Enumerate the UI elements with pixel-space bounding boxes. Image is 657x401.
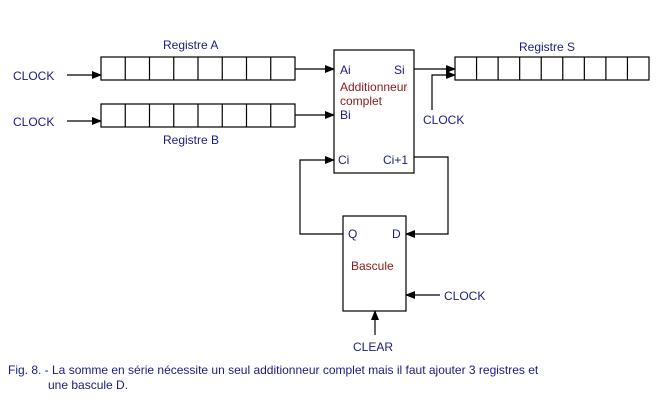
- bascule-d-pin: D: [392, 227, 401, 241]
- caption-line-1: Fig. 8. - La somme en série nécessite un…: [8, 363, 539, 377]
- diagram-svg: Registre A Registre B Registre S CLOCK C…: [13, 38, 650, 354]
- clock-s-wire: [431, 71, 456, 110]
- register-b-label: Registre B: [163, 133, 219, 147]
- clock-label-s: CLOCK: [423, 113, 464, 127]
- bascule-q-pin: Q: [348, 227, 357, 241]
- wire-ci1-to-d: [405, 156, 449, 238]
- wire-q-to-ci: [299, 156, 343, 235]
- register-s: [454, 56, 650, 81]
- adder-si-pin: Si: [394, 63, 405, 77]
- clock-label-a: CLOCK: [13, 69, 54, 83]
- adder-bi-pin: Bi: [340, 108, 351, 122]
- adder-title-line1: Additionneur: [340, 80, 407, 94]
- register-s-label: Registre S: [519, 40, 575, 54]
- register-b: [100, 103, 296, 128]
- adder-title-line2: complet: [340, 94, 383, 108]
- adder-ci1-pin: Ci+1: [383, 153, 408, 167]
- caption-line-2: une bascule D.: [48, 378, 129, 392]
- clock-label-bascule: CLOCK: [444, 289, 485, 303]
- clock-label-b: CLOCK: [13, 115, 54, 129]
- register-a-label: Registre A: [163, 38, 218, 52]
- register-a: [100, 56, 296, 81]
- figure-caption: Fig. 8. - La somme en série nécessite un…: [8, 363, 653, 393]
- bascule-title: Bascule: [351, 259, 394, 273]
- adder-ci-pin: Ci: [338, 153, 349, 167]
- clear-label: CLEAR: [353, 340, 393, 354]
- adder-ai-pin: Ai: [340, 63, 351, 77]
